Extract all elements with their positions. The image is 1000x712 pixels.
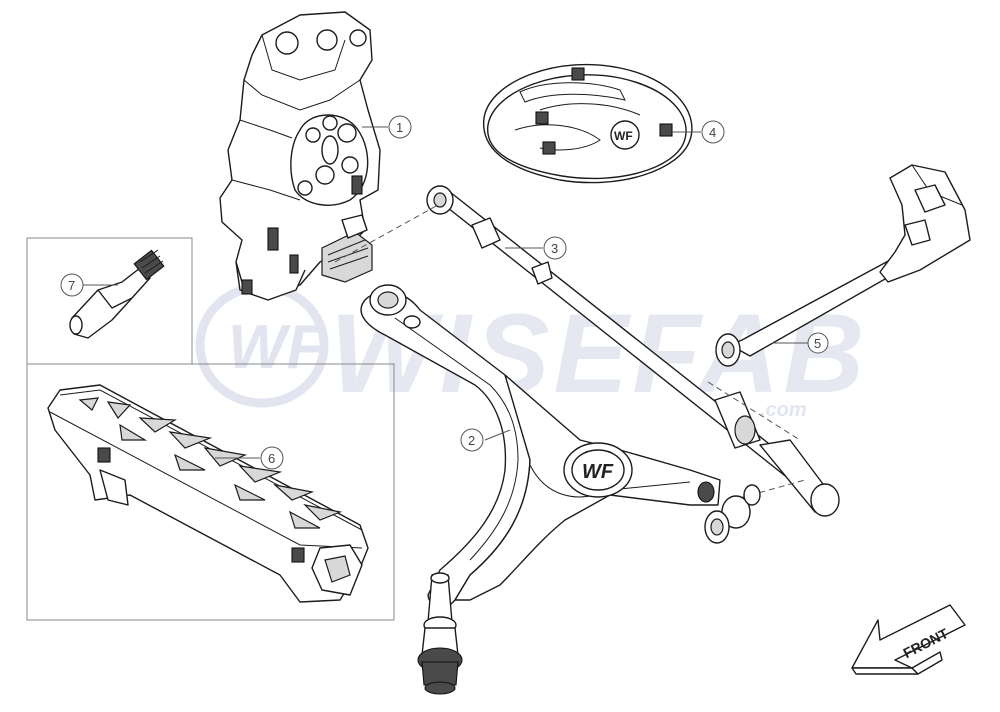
callout-5: 5 bbox=[772, 332, 829, 354]
front-arrow: FRONT bbox=[851, 604, 966, 675]
callout-1-number: 1 bbox=[396, 120, 403, 135]
part-top-mount-plate: WF bbox=[483, 63, 693, 184]
part-subframe-bracket bbox=[47, 384, 369, 603]
part-tie-rod bbox=[426, 185, 840, 517]
part-6-frame bbox=[26, 363, 395, 621]
callout-7: 7 bbox=[60, 273, 118, 297]
callout-5-number: 5 bbox=[814, 336, 821, 351]
callout-2-number: 2 bbox=[468, 433, 475, 448]
plate-logo: WF bbox=[614, 129, 633, 143]
callout-3-number: 3 bbox=[551, 241, 558, 256]
watermark-logo: WF bbox=[228, 313, 327, 382]
assembly-line-2 bbox=[707, 381, 801, 441]
callout-3: 3 bbox=[505, 236, 567, 260]
part-grease-fitting bbox=[69, 249, 165, 339]
callout-6-number: 6 bbox=[268, 451, 275, 466]
callout-7-number: 7 bbox=[68, 278, 75, 293]
callout-2: 2 bbox=[460, 428, 511, 452]
callout-4: 4 bbox=[672, 120, 725, 144]
part-knuckle bbox=[219, 11, 381, 301]
part-tension-rod bbox=[715, 164, 971, 367]
watermark-suffix: .com bbox=[760, 399, 807, 421]
callout-1: 1 bbox=[362, 115, 412, 139]
arm-logo: WF bbox=[582, 461, 614, 483]
callout-4-number: 4 bbox=[709, 125, 716, 140]
callout-6: 6 bbox=[215, 446, 284, 470]
part-lower-control-arm: WF bbox=[360, 284, 761, 695]
